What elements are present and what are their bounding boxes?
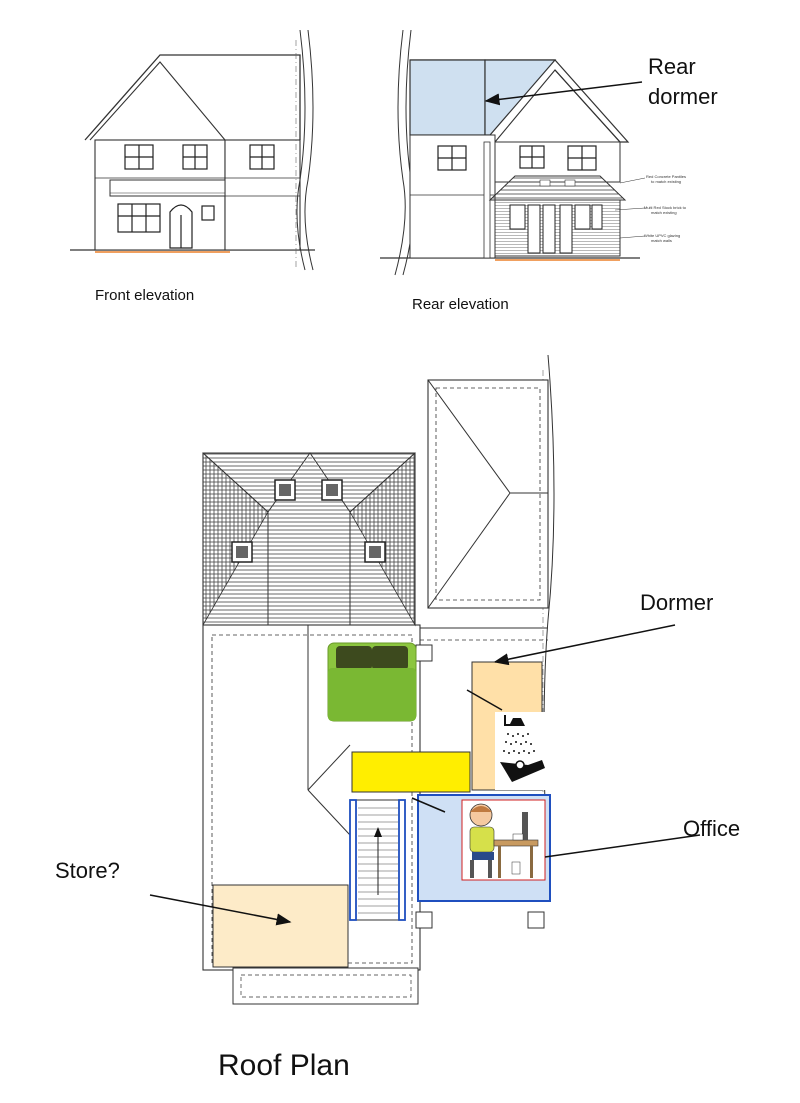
roof-plan-title: Roof Plan xyxy=(218,1049,350,1082)
shower-icon xyxy=(495,712,553,790)
person-at-desk-icon xyxy=(461,799,546,881)
rear-dormer-label-line2: dormer xyxy=(648,84,718,109)
rear-elevation: Red Concrete Pantiles to match existing … xyxy=(380,29,718,313)
note-3: Multi Red Stock brick to xyxy=(644,205,687,210)
dormer-arrow xyxy=(493,624,676,666)
front-elevation-caption: Front elevation xyxy=(95,287,194,304)
office-pointer-line xyxy=(544,834,701,858)
note-6: match walls xyxy=(651,238,672,243)
neighbour-roof xyxy=(427,379,549,609)
note-1: Red Concrete Pantiles xyxy=(646,174,686,179)
office-label: Office xyxy=(683,816,740,841)
rear-dormer-label-line1: Rear xyxy=(648,54,696,79)
store-area xyxy=(212,884,349,968)
pillow-right xyxy=(372,646,408,670)
landing-area xyxy=(351,751,471,793)
front-gable xyxy=(89,61,226,141)
front-main-roof xyxy=(84,54,301,141)
note-5: White UPVC glazing xyxy=(644,233,680,238)
note-2: to match existing xyxy=(651,179,681,184)
pillow-left xyxy=(336,646,372,670)
roof-plan: Dormer Office Store? Roof Plan xyxy=(55,354,740,1082)
rear-elevation-caption: Rear elevation xyxy=(412,296,509,313)
rear-notes: Red Concrete Pantiles to match existing … xyxy=(614,174,687,243)
front-elevation: Front elevation xyxy=(70,29,315,304)
dormer-label: Dormer xyxy=(640,590,713,615)
rear-dormer-left-panel xyxy=(409,59,486,136)
note-4: match existing xyxy=(651,210,677,215)
store-label: Store? xyxy=(55,858,120,883)
rear-dormer-arrow xyxy=(484,81,643,106)
store-arrow xyxy=(149,894,292,926)
